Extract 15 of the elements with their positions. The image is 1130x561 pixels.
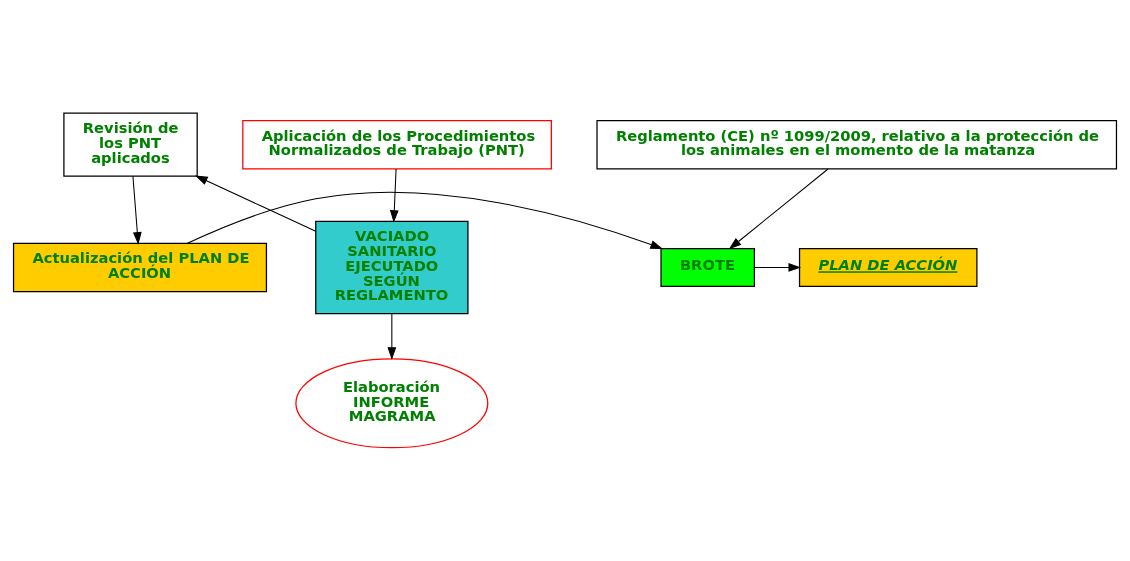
arrow <box>387 313 397 360</box>
node-box: PLAN DE ACCIÓN <box>798 247 978 287</box>
node-box: Aplicación de los Procedimientos Normalizados de Trabajo (PNT) <box>242 119 552 170</box>
node-box: Revisión de los PNT aplicados <box>63 112 198 177</box>
node-ellipse: Elaboración INFORME MAGRAMA <box>295 358 489 449</box>
arrow <box>195 175 317 232</box>
node-box: Reglamento (CE) nº 1099/2009, relativo a la protección de los animales en el momento de la matanza <box>596 119 1118 170</box>
arrow <box>728 168 829 250</box>
arrow <box>132 175 142 245</box>
arrow <box>186 191 663 250</box>
node-box: BROTE <box>660 247 756 287</box>
arrow <box>754 263 802 272</box>
arrow <box>389 168 399 223</box>
node-box: Actualización del PLAN DE ACCIÓN <box>12 242 268 293</box>
node-box: VACIADO SANITARIO EJECUTADO SEGÚN REGLAMENTO <box>315 220 469 315</box>
